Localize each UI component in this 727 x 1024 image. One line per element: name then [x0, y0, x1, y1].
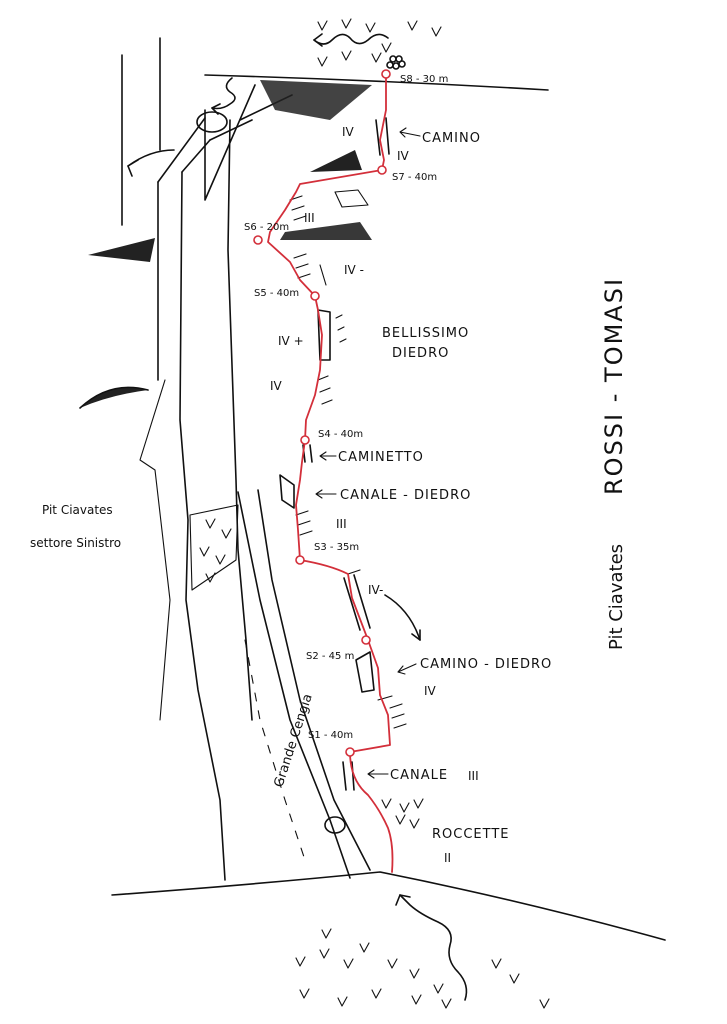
grass-tuft: [395, 814, 406, 825]
grass-tuft: [343, 958, 354, 969]
grade-s5: IV -: [344, 263, 364, 277]
label-camino: CAMINO: [422, 131, 481, 146]
grade-s1s2: IV: [424, 684, 437, 698]
grass-tuft: [365, 22, 376, 33]
belay-label-s3: S3 - 35m: [314, 542, 359, 553]
grass-tufts: [199, 18, 550, 1009]
grass-tuft: [321, 928, 332, 939]
grass-tuft: [215, 554, 226, 565]
grass-tuft: [299, 988, 310, 999]
belay-label-s6: S6 - 20m: [244, 222, 289, 233]
grass-tuft: [409, 818, 420, 829]
grade-canale: III: [468, 769, 479, 783]
grade-s3s4: III: [336, 517, 347, 531]
grass-tuft: [431, 26, 442, 37]
grade-diedro: IV +: [278, 334, 304, 348]
belay-anchor: [377, 165, 387, 175]
grass-tuft: [341, 18, 352, 29]
label-canale: CANALE: [390, 768, 448, 783]
grass-tuft: [295, 956, 306, 967]
grass-tuft: [407, 20, 418, 31]
grass-tuft: [341, 50, 352, 61]
grade-s4s5: IV: [270, 379, 283, 393]
label-canale-diedro: CANALE - DIEDRO: [340, 488, 471, 503]
belay-label-s7: S7 - 40m: [392, 172, 437, 183]
grass-tuft: [371, 988, 382, 999]
grass-tuft: [199, 546, 210, 557]
belay-anchor: [345, 747, 355, 757]
belay-label-s2: S2 - 45 m: [306, 651, 354, 662]
label-bellissimo: BELLISSIMO: [382, 326, 469, 341]
grass-tuft: [441, 998, 452, 1009]
grass-tuft: [319, 948, 330, 959]
grass-tuft: [491, 958, 502, 969]
grass-tuft: [409, 968, 420, 979]
grass-tuft: [205, 518, 216, 529]
grass-tuft: [413, 798, 424, 809]
grass-tuft: [317, 20, 328, 31]
grass-tuft: [359, 942, 370, 953]
belay-label-s4: S4 - 40m: [318, 429, 363, 440]
route-title-part1: Pit Ciavates: [606, 544, 627, 650]
label-roccette: ROCCETTE: [432, 827, 510, 842]
belay-anchor: [310, 291, 320, 301]
label-camino-diedro: CAMINO - DIEDRO: [420, 657, 552, 672]
grade-roccette: II: [444, 851, 451, 865]
sector-label-line1: Pit Ciavates: [42, 503, 113, 517]
belay-anchor: [381, 69, 391, 79]
grass-tuft: [399, 802, 410, 813]
boulders: [196, 111, 346, 834]
label-diedro: DIEDRO: [392, 346, 449, 361]
grass-tuft: [381, 42, 392, 53]
grass-tuft: [317, 56, 328, 67]
belay-anchor: [361, 635, 371, 645]
summit-bolts: [386, 55, 406, 70]
belay-label-s8: S8 - 30 m: [400, 74, 448, 85]
grass-tuft: [433, 983, 444, 994]
belay-anchor: [295, 555, 305, 565]
route-title-part2: ROSSI - TOMASI: [600, 277, 628, 495]
belay-anchor: [253, 235, 263, 245]
grade-iv-minus: IV-: [368, 583, 383, 597]
belay-label-s1: S1 - 40m: [308, 730, 353, 741]
grade-camino-right: IV: [397, 149, 410, 163]
belay-anchors: [253, 69, 391, 757]
label-caminetto: CAMINETTO: [338, 450, 424, 465]
sector-label-line2: settore Sinistro: [30, 536, 121, 550]
hatched-roofs: [79, 80, 372, 591]
grade-s6: III: [304, 211, 315, 225]
belay-label-s5: S5 - 40m: [254, 288, 299, 299]
grass-tuft: [337, 996, 348, 1007]
grass-tuft: [509, 973, 520, 984]
grass-tuft: [381, 798, 392, 809]
grass-tuft: [371, 52, 382, 63]
rock-outline: [111, 37, 666, 941]
belay-anchor: [300, 435, 310, 445]
grass-tuft: [539, 998, 550, 1009]
wavy-arrows: [127, 33, 468, 1001]
grade-camino-left: IV: [342, 125, 355, 139]
grass-tuft: [221, 528, 232, 539]
grass-tuft: [205, 572, 216, 583]
grass-tuft: [387, 958, 398, 969]
grass-tuft: [411, 994, 422, 1005]
